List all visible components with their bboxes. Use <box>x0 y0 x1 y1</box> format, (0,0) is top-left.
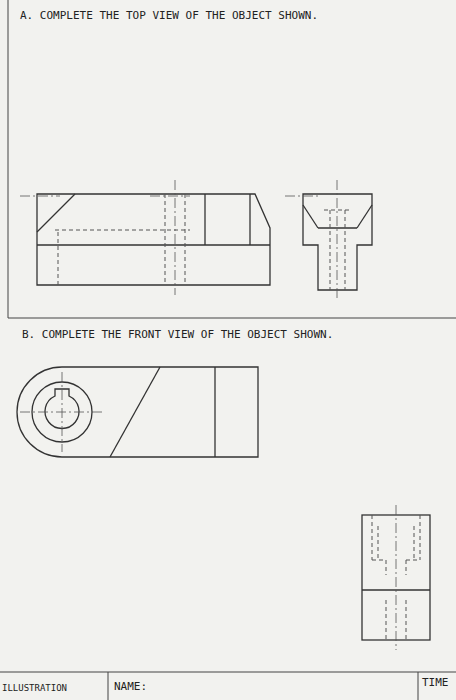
title-block-line <box>0 672 456 673</box>
instruction-text: A. COMPLETE THE TOP VIEW OF THE OBJECT S… <box>20 9 318 22</box>
side-view-b <box>362 505 430 650</box>
front-view-a <box>20 180 270 295</box>
title-block-text: NAME: <box>114 680 147 693</box>
title-block-text: ILLUSTRATION <box>2 682 67 695</box>
frame-line <box>8 318 456 319</box>
title-block-line <box>418 672 419 700</box>
side-view-a <box>285 180 372 298</box>
top-view-b <box>17 367 258 457</box>
title-block-line <box>108 672 109 700</box>
instruction-text: B. COMPLETE THE FRONT VIEW OF THE OBJECT… <box>22 328 333 341</box>
title-block-text: TIME <box>422 676 449 689</box>
frame-line <box>8 0 9 318</box>
